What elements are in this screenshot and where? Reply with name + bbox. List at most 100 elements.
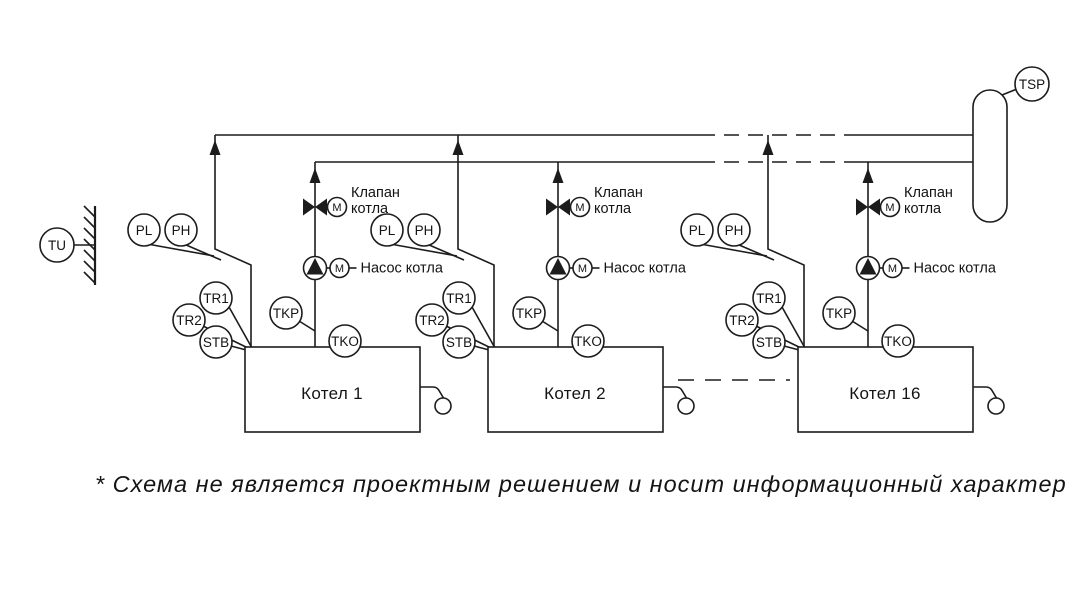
- sensor-tkp-label: TKP: [826, 306, 852, 321]
- sensor-stb-badge: [752, 325, 786, 359]
- sensor-ph-badge: [164, 213, 198, 247]
- sensor-tr2-badge: [725, 303, 759, 337]
- sensor-ph-badge: [407, 213, 441, 247]
- sensor-tkp-label: TKP: [273, 306, 299, 321]
- sensor-pl-badge: [680, 213, 714, 247]
- boiler-body: [797, 346, 974, 433]
- tr1-connector: [471, 306, 496, 349]
- sensor-stb-badge: [442, 325, 476, 359]
- boiler-name: Котел 1: [301, 384, 363, 403]
- sensor-tkp-label: TKP: [516, 306, 542, 321]
- sensor-tr2-badge: [415, 303, 449, 337]
- hatch-line: [83, 271, 96, 284]
- sensor-tr1-badge: [752, 281, 786, 315]
- boiler-name: Котел 16: [849, 384, 920, 403]
- tr1-connector: [228, 306, 253, 349]
- pump-impeller-icon: [859, 258, 877, 275]
- pump-label: Насос котла: [604, 261, 687, 277]
- sensor-tko-label: TKO: [574, 334, 602, 349]
- tr1-connector: [781, 306, 806, 349]
- hatch-line: [83, 227, 96, 240]
- flow-arrow-icon: [452, 140, 464, 155]
- sensor-tko-label: TKO: [331, 334, 359, 349]
- sensor-ph-label: PH: [415, 223, 434, 238]
- ph-connector: [737, 243, 775, 261]
- pump-label: Насос котла: [361, 261, 444, 277]
- tkp-connector: [541, 320, 559, 332]
- pl-connector: [702, 243, 768, 257]
- sensor-tr2-label: TR2: [176, 313, 202, 328]
- burner-icon: [663, 386, 689, 401]
- burner-icon: [973, 386, 999, 401]
- sensor-tu-badge: [39, 227, 75, 263]
- valve-motor-label: M: [332, 202, 341, 214]
- pump-motor-badge: [882, 257, 903, 279]
- sensor-tr1-badge: [442, 281, 476, 315]
- sensor-stb-label: STB: [756, 335, 782, 350]
- sensor-tr1-badge: [199, 281, 233, 315]
- hatch-line: [83, 260, 96, 273]
- pump-motor-badge: [572, 257, 593, 279]
- valve-label-line2: котла: [351, 201, 389, 217]
- burner-bell-icon: [987, 397, 1005, 415]
- sensor-tkp-badge: [822, 296, 856, 330]
- sensor-stb-label: STB: [203, 335, 229, 350]
- flow-arrow-icon: [862, 168, 874, 183]
- sensor-tko-badge: [571, 324, 605, 358]
- sensor-tr1-label: TR1: [756, 291, 782, 306]
- valve-motor-label: M: [885, 202, 894, 214]
- sensor-tkp-badge: [269, 296, 303, 330]
- flow-arrow-icon: [762, 140, 774, 155]
- pump-motor-label: M: [888, 263, 897, 275]
- buffer-tank: [972, 89, 1008, 223]
- boiler-unit-2: M Клапан котла M Насос котла PL PH TR1 T…: [370, 135, 695, 433]
- sensor-tr2-label: TR2: [729, 313, 755, 328]
- hatch-line: [83, 249, 96, 262]
- supply-riser-pipe: [214, 135, 252, 347]
- supply-riser-pipe: [457, 135, 495, 347]
- pl-connector: [149, 243, 215, 257]
- valve-motor-badge: [879, 196, 901, 218]
- valve-label-line1: Клапан: [351, 185, 400, 201]
- sensor-stb-badge: [199, 325, 233, 359]
- burner-icon: [420, 386, 446, 401]
- sensor-pl-label: PL: [379, 223, 396, 238]
- valve-icon: [546, 198, 570, 216]
- flow-arrow-icon: [309, 168, 321, 183]
- sensor-pl-label: PL: [689, 223, 706, 238]
- boiler-unit-1: M Клапан котла M Насос котла PL PH TR1 T…: [127, 135, 452, 433]
- sensor-pl-badge: [127, 213, 161, 247]
- ph-connector: [184, 243, 222, 261]
- sensor-ph-label: PH: [172, 223, 191, 238]
- sensor-tko-badge: [328, 324, 362, 358]
- sensor-tkp-badge: [512, 296, 546, 330]
- ph-connector: [427, 243, 465, 261]
- pump-motor-label: M: [578, 263, 587, 275]
- sensor-tsp-label: TSP: [1019, 77, 1045, 92]
- hatch-line: [83, 216, 96, 229]
- hatch-line: [83, 238, 96, 251]
- sensor-tko-badge: [881, 324, 915, 358]
- wall-hatching: [83, 205, 96, 284]
- burner-bell-icon: [434, 397, 452, 415]
- valve-label-line2: котла: [594, 201, 632, 217]
- sensor-tr1-label: TR1: [203, 291, 229, 306]
- flow-arrow-icon: [552, 168, 564, 183]
- valve-label-line1: Клапан: [594, 185, 643, 201]
- pl-connector: [392, 243, 458, 257]
- pump-impeller-icon: [549, 258, 567, 275]
- sensor-ph-badge: [717, 213, 751, 247]
- supply-riser-pipe: [767, 135, 805, 347]
- sensor-pl-badge: [370, 213, 404, 247]
- valve-motor-badge: [569, 196, 591, 218]
- tkp-connector: [851, 320, 869, 332]
- valve-motor-label: M: [575, 202, 584, 214]
- sensor-tr2-label: TR2: [419, 313, 445, 328]
- tkp-connector: [298, 320, 316, 332]
- valve-icon: [856, 198, 880, 216]
- valve-icon: [303, 198, 327, 216]
- sensor-ph-label: PH: [725, 223, 744, 238]
- tsp-connector: [1001, 88, 1018, 96]
- boiler-body: [244, 346, 421, 433]
